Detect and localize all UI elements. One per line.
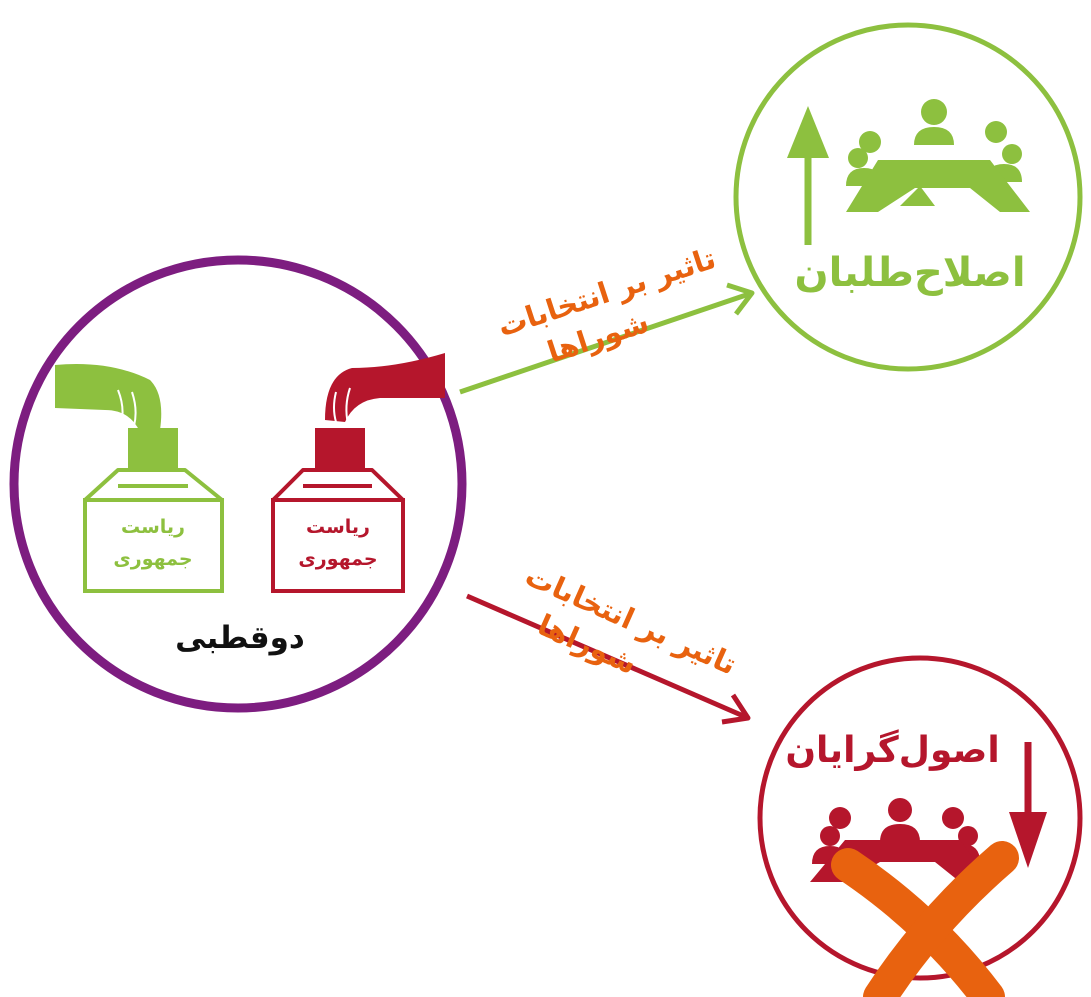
red-ballot-box-icon <box>271 353 445 593</box>
ballot-green-line2: جمهوری <box>113 548 193 570</box>
arrow-to-reformists <box>459 282 755 395</box>
polarization-label: دوقطبی <box>175 620 305 656</box>
ballot-red-line2: جمهوری <box>298 548 378 570</box>
reformists-circle <box>733 22 1083 372</box>
arrow-bottom-label: تاثیر بر انتخابات شوراها <box>520 558 741 681</box>
meeting-group-icon <box>846 99 1030 212</box>
cross-mark-icon <box>831 841 1019 997</box>
arrow-up-icon <box>787 106 829 245</box>
ballot-green-line1: ریاست <box>120 516 185 538</box>
reformists-label: اصلاح‌طلبان <box>794 250 1026 296</box>
green-ballot-box-icon <box>55 364 224 593</box>
arrow-to-principlists <box>466 593 751 725</box>
polarization-circle <box>9 255 467 713</box>
principlists-circle <box>757 655 1083 981</box>
principlists-label: اصول‌گرایان <box>785 730 1000 771</box>
arrow-down-icon <box>1009 742 1047 868</box>
ballot-red-line1: ریاست <box>305 516 370 538</box>
